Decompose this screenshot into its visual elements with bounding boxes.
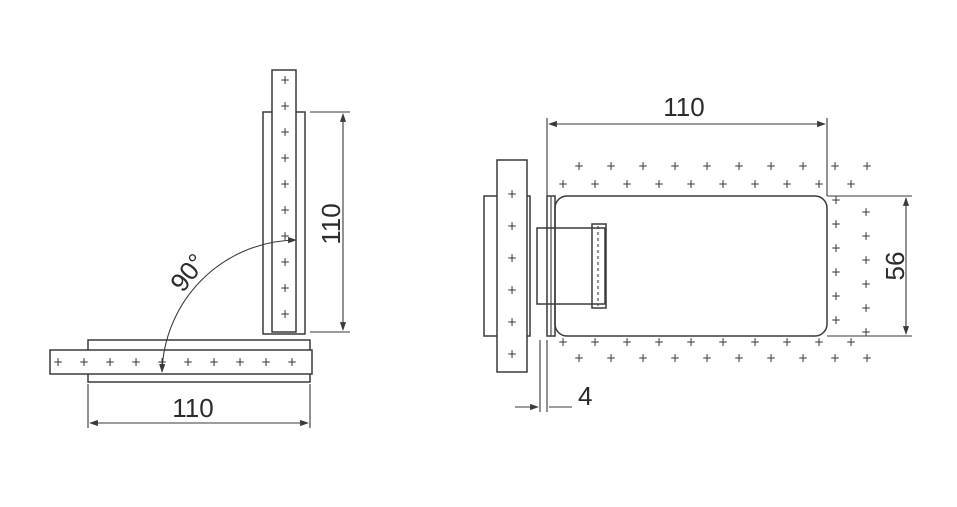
hatch-right: + + + + + + + + + + + + bbox=[831, 193, 871, 339]
hatch-mark: + bbox=[830, 159, 840, 173]
hatch-mark: + bbox=[558, 177, 568, 191]
hatch-mark: + bbox=[280, 229, 290, 243]
hatch-mark: + bbox=[862, 351, 872, 365]
hatch-mark: + bbox=[861, 253, 871, 267]
hatch-mark: + bbox=[280, 151, 290, 165]
vertical-dimension-label: 110 bbox=[316, 203, 346, 244]
hatch-mark: + bbox=[507, 283, 517, 297]
horizontal-dimension-label: 110 bbox=[172, 393, 213, 423]
hatch-mark: + bbox=[590, 335, 600, 349]
hatch-mark: + bbox=[702, 351, 712, 365]
hatch-mark: + bbox=[846, 177, 856, 191]
hatch-mark: + bbox=[750, 177, 760, 191]
hatch-mark: + bbox=[53, 355, 63, 369]
hatch-mark: + bbox=[831, 241, 841, 255]
hatch-mark: + bbox=[507, 187, 517, 201]
hatch-mark: + bbox=[280, 125, 290, 139]
hatch-mark: + bbox=[209, 355, 219, 369]
left-view: ++++++++++ ++++++++++ 110 110 90° bbox=[49, 69, 350, 428]
side-glass-panel bbox=[496, 159, 528, 373]
hatch-mark: + bbox=[638, 159, 648, 173]
height-dimension-label: 56 bbox=[880, 252, 910, 281]
hatch-mark: + bbox=[280, 203, 290, 217]
right-view: ++++++ ++++++++++++++++++++ ++++++++++++… bbox=[483, 92, 912, 412]
hatch-mark: + bbox=[105, 355, 115, 369]
hatch-mark: + bbox=[622, 335, 632, 349]
hatch-mark: + bbox=[734, 351, 744, 365]
hatch-mark: + bbox=[861, 325, 871, 339]
length-dimension-label: 110 bbox=[663, 92, 704, 122]
horizontal-glass-panel bbox=[49, 349, 313, 375]
hatch-mark: + bbox=[79, 355, 89, 369]
hatch-mark: + bbox=[280, 281, 290, 295]
hatch-mark: + bbox=[670, 159, 680, 173]
hatch-mark: + bbox=[782, 177, 792, 191]
hatch-mark: + bbox=[798, 159, 808, 173]
hatch-mark: + bbox=[862, 159, 872, 173]
hatch-mark: + bbox=[750, 335, 760, 349]
connector-stub bbox=[536, 227, 606, 305]
angle-label: 90° bbox=[164, 248, 212, 297]
hatch-mark: + bbox=[131, 355, 141, 369]
hatch-mark: + bbox=[235, 355, 245, 369]
hatch-mark: + bbox=[846, 335, 856, 349]
hatch-mark: + bbox=[831, 265, 841, 279]
hatch-mark: + bbox=[831, 313, 841, 327]
hatch-mark: + bbox=[606, 159, 616, 173]
hatch-mark: + bbox=[507, 347, 517, 361]
hatch-mark: + bbox=[718, 335, 728, 349]
hatch-mark: + bbox=[574, 351, 584, 365]
hatch-mark: + bbox=[702, 159, 712, 173]
hatch-mark: + bbox=[861, 277, 871, 291]
side-glass-hatch: + + + + + + bbox=[507, 187, 517, 361]
hatch-mark: + bbox=[507, 315, 517, 329]
hatch-mark: + bbox=[507, 251, 517, 265]
hatch-mark: + bbox=[766, 159, 776, 173]
hatch-mark: + bbox=[280, 177, 290, 191]
hatch-mark: + bbox=[831, 217, 841, 231]
hatch-mark: + bbox=[287, 355, 297, 369]
hatch-mark: + bbox=[670, 351, 680, 365]
hatch-mark: + bbox=[861, 301, 871, 315]
hatch-mark: + bbox=[798, 351, 808, 365]
hatch-mark: + bbox=[261, 355, 271, 369]
hatch-mark: + bbox=[280, 73, 290, 87]
hatch-mark: + bbox=[280, 99, 290, 113]
hatch-mark: + bbox=[718, 177, 728, 191]
hatch-bottom: + + + + + + + + + + + + + + + + + + + + bbox=[558, 335, 872, 365]
hatch-mark: + bbox=[280, 307, 290, 321]
hatch-top: + + + + + + + + + + + + + + + + + + + + bbox=[558, 159, 872, 191]
mount-body bbox=[554, 195, 828, 337]
angle-arc bbox=[159, 237, 297, 373]
hatch-mark: + bbox=[280, 255, 290, 269]
hatch-mark: + bbox=[183, 355, 193, 369]
hatch-mark: + bbox=[507, 219, 517, 233]
hatch-mark: + bbox=[558, 335, 568, 349]
hatch-mark: + bbox=[814, 177, 824, 191]
hatch-mark: + bbox=[590, 177, 600, 191]
connector-flange bbox=[591, 223, 607, 309]
hatch-mark: + bbox=[766, 351, 776, 365]
hatch-mark: + bbox=[831, 193, 841, 207]
hatch-mark: + bbox=[654, 335, 664, 349]
gap-dimension-label: 4 bbox=[578, 381, 592, 411]
hatch-mark: + bbox=[654, 177, 664, 191]
hatch-mark: + bbox=[574, 159, 584, 173]
hatch-mark: + bbox=[734, 159, 744, 173]
hatch-mark: + bbox=[861, 205, 871, 219]
hatch-mark: + bbox=[622, 177, 632, 191]
hatch-mark: + bbox=[861, 229, 871, 243]
hatch-mark: + bbox=[782, 335, 792, 349]
hatch-mark: + bbox=[606, 351, 616, 365]
hatch-mark: + bbox=[686, 177, 696, 191]
hatch-mark: + bbox=[830, 351, 840, 365]
hatch-mark: + bbox=[831, 289, 841, 303]
hatch-mark: + bbox=[638, 351, 648, 365]
hatch-mark: + bbox=[814, 335, 824, 349]
hatch-mark: + bbox=[686, 335, 696, 349]
